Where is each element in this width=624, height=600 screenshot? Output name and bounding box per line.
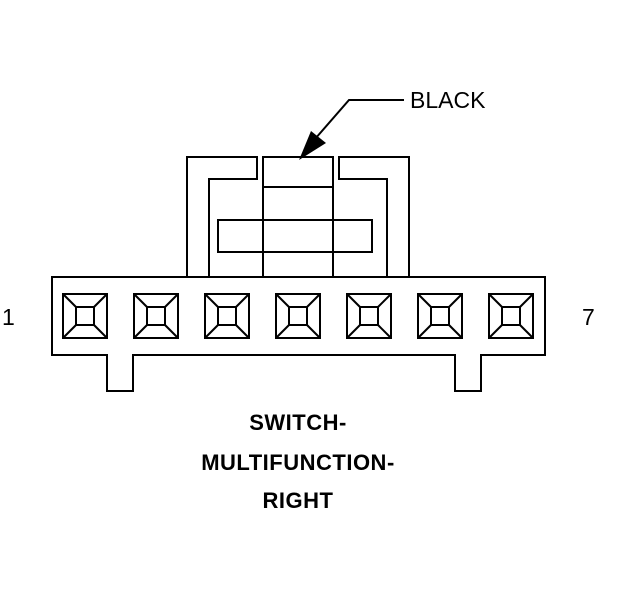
- connector-body: [51, 276, 546, 392]
- pin-cavity: [488, 293, 534, 339]
- callout-arrow-line: [314, 99, 404, 140]
- pin-first-label: 1: [2, 304, 15, 330]
- caption-line-3: RIGHT: [263, 488, 334, 513]
- callout-arrowhead-icon: [299, 131, 326, 160]
- pin-cavity: [204, 293, 250, 339]
- pin-last-label: 7: [582, 304, 595, 330]
- callout-label: BLACK: [410, 87, 486, 113]
- right-bracket: [338, 156, 410, 278]
- caption-line-2: MULTIFUNCTION-: [201, 450, 395, 475]
- pin-row: [62, 293, 534, 339]
- pin-cavity: [133, 293, 179, 339]
- pin-cavity: [417, 293, 463, 339]
- pin-cavity: [62, 293, 108, 339]
- pin-cavity: [346, 293, 392, 339]
- lock-tab: [262, 156, 334, 278]
- pin-cavity: [275, 293, 321, 339]
- cross-body: [217, 219, 373, 253]
- caption-line-1: SWITCH-: [249, 410, 347, 435]
- left-bracket: [186, 156, 258, 278]
